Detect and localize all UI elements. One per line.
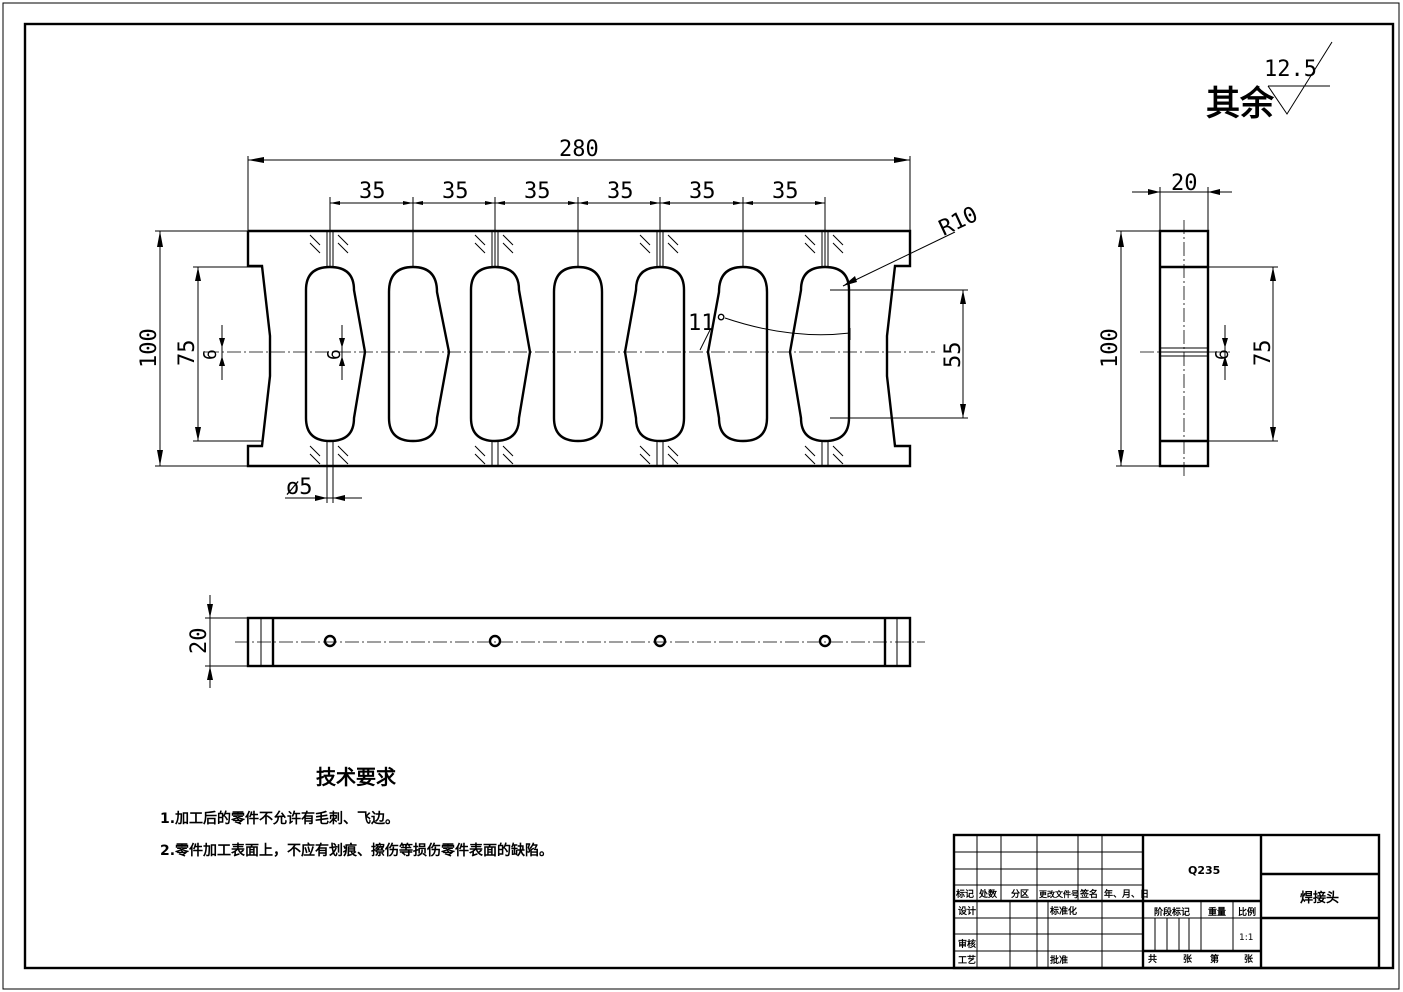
- dim-inner-height: 75: [175, 340, 200, 367]
- inner-border: [23, 22, 1395, 970]
- tb-stage-mark: 阶段标记: [1154, 906, 1190, 918]
- dim-angle: 11°: [688, 311, 728, 336]
- tb-review: 审核: [958, 938, 976, 950]
- side-view: 20 100 75 6: [1098, 171, 1278, 478]
- title-block: 标记 处数 分区 更改文件号 签名 年、月、日 设计 标准化 审核 工艺 批准 …: [952, 833, 1381, 970]
- tb-approve: 批准: [1050, 954, 1068, 966]
- tb-process: 工艺: [958, 954, 976, 966]
- top-view: 20: [187, 595, 925, 688]
- dim-side-inner-height: 75: [1251, 340, 1276, 367]
- dim-overall-length: 280: [559, 137, 599, 162]
- dim-pitch-1: 35: [359, 179, 386, 204]
- dim-pitch-2: 35: [442, 179, 469, 204]
- tb-weight: 重量: [1208, 906, 1226, 918]
- dim-side-width: 20: [1171, 171, 1198, 196]
- tech-req-title: 技术要求: [316, 765, 397, 789]
- dim-side-height: 100: [1098, 328, 1123, 368]
- tb-sheet: 张: [1244, 953, 1254, 965]
- dim-height: 100: [137, 328, 162, 368]
- dim-pitch-5: 35: [689, 179, 716, 204]
- dim-side-slot: 6: [1212, 349, 1233, 360]
- tb-total: 共: [1148, 953, 1157, 965]
- tb-sign: 签名: [1079, 888, 1098, 900]
- front-view: 280 35 35 35 35 35 35 R10 100 75: [137, 137, 982, 503]
- tb-scale: 1:1: [1239, 933, 1253, 943]
- technical-requirements: 技术要求 1.加工后的零件不允许有毛刺、飞边。 2.零件加工表面上，不应有划痕、…: [160, 765, 553, 859]
- tech-req-item-2: 2.零件加工表面上，不应有划痕、擦伤等损伤零件表面的缺陷。: [160, 842, 553, 859]
- dim-thickness: 20: [187, 628, 212, 655]
- surface-finish-symbol: 其余 12.5: [1206, 41, 1333, 124]
- tb-mark: 标记: [955, 888, 974, 900]
- tb-count: 处数: [978, 888, 998, 900]
- dim-pitch-6: 35: [772, 179, 799, 204]
- tb-date: 年、月、日: [1104, 888, 1149, 900]
- tb-change-doc: 更改文件号: [1039, 889, 1079, 899]
- tb-material: Q235: [1188, 864, 1220, 877]
- tb-no: 第: [1210, 953, 1219, 965]
- tb-part-name: 焊接头: [1300, 890, 1339, 906]
- dim-slot-left: 6: [200, 349, 221, 360]
- dim-inner-width: 55: [941, 342, 966, 369]
- dim-pitch-3: 35: [524, 179, 551, 204]
- dim-hole: ø5: [286, 475, 313, 500]
- tb-standardize: 标准化: [1049, 905, 1077, 917]
- tb-zone: 分区: [1011, 888, 1029, 900]
- surface-finish-label: 其余: [1206, 84, 1275, 124]
- dim-radius: R10: [935, 202, 982, 241]
- dim-slot-mid: 6: [324, 349, 345, 360]
- tb-design: 设计: [958, 905, 976, 917]
- dim-pitch-4: 35: [607, 179, 634, 204]
- surface-finish-value: 12.5: [1264, 57, 1317, 82]
- tb-ratio: 比例: [1238, 906, 1256, 918]
- tb-sheets: 张: [1183, 953, 1193, 965]
- tech-req-item-1: 1.加工后的零件不允许有毛刺、飞边。: [160, 810, 399, 827]
